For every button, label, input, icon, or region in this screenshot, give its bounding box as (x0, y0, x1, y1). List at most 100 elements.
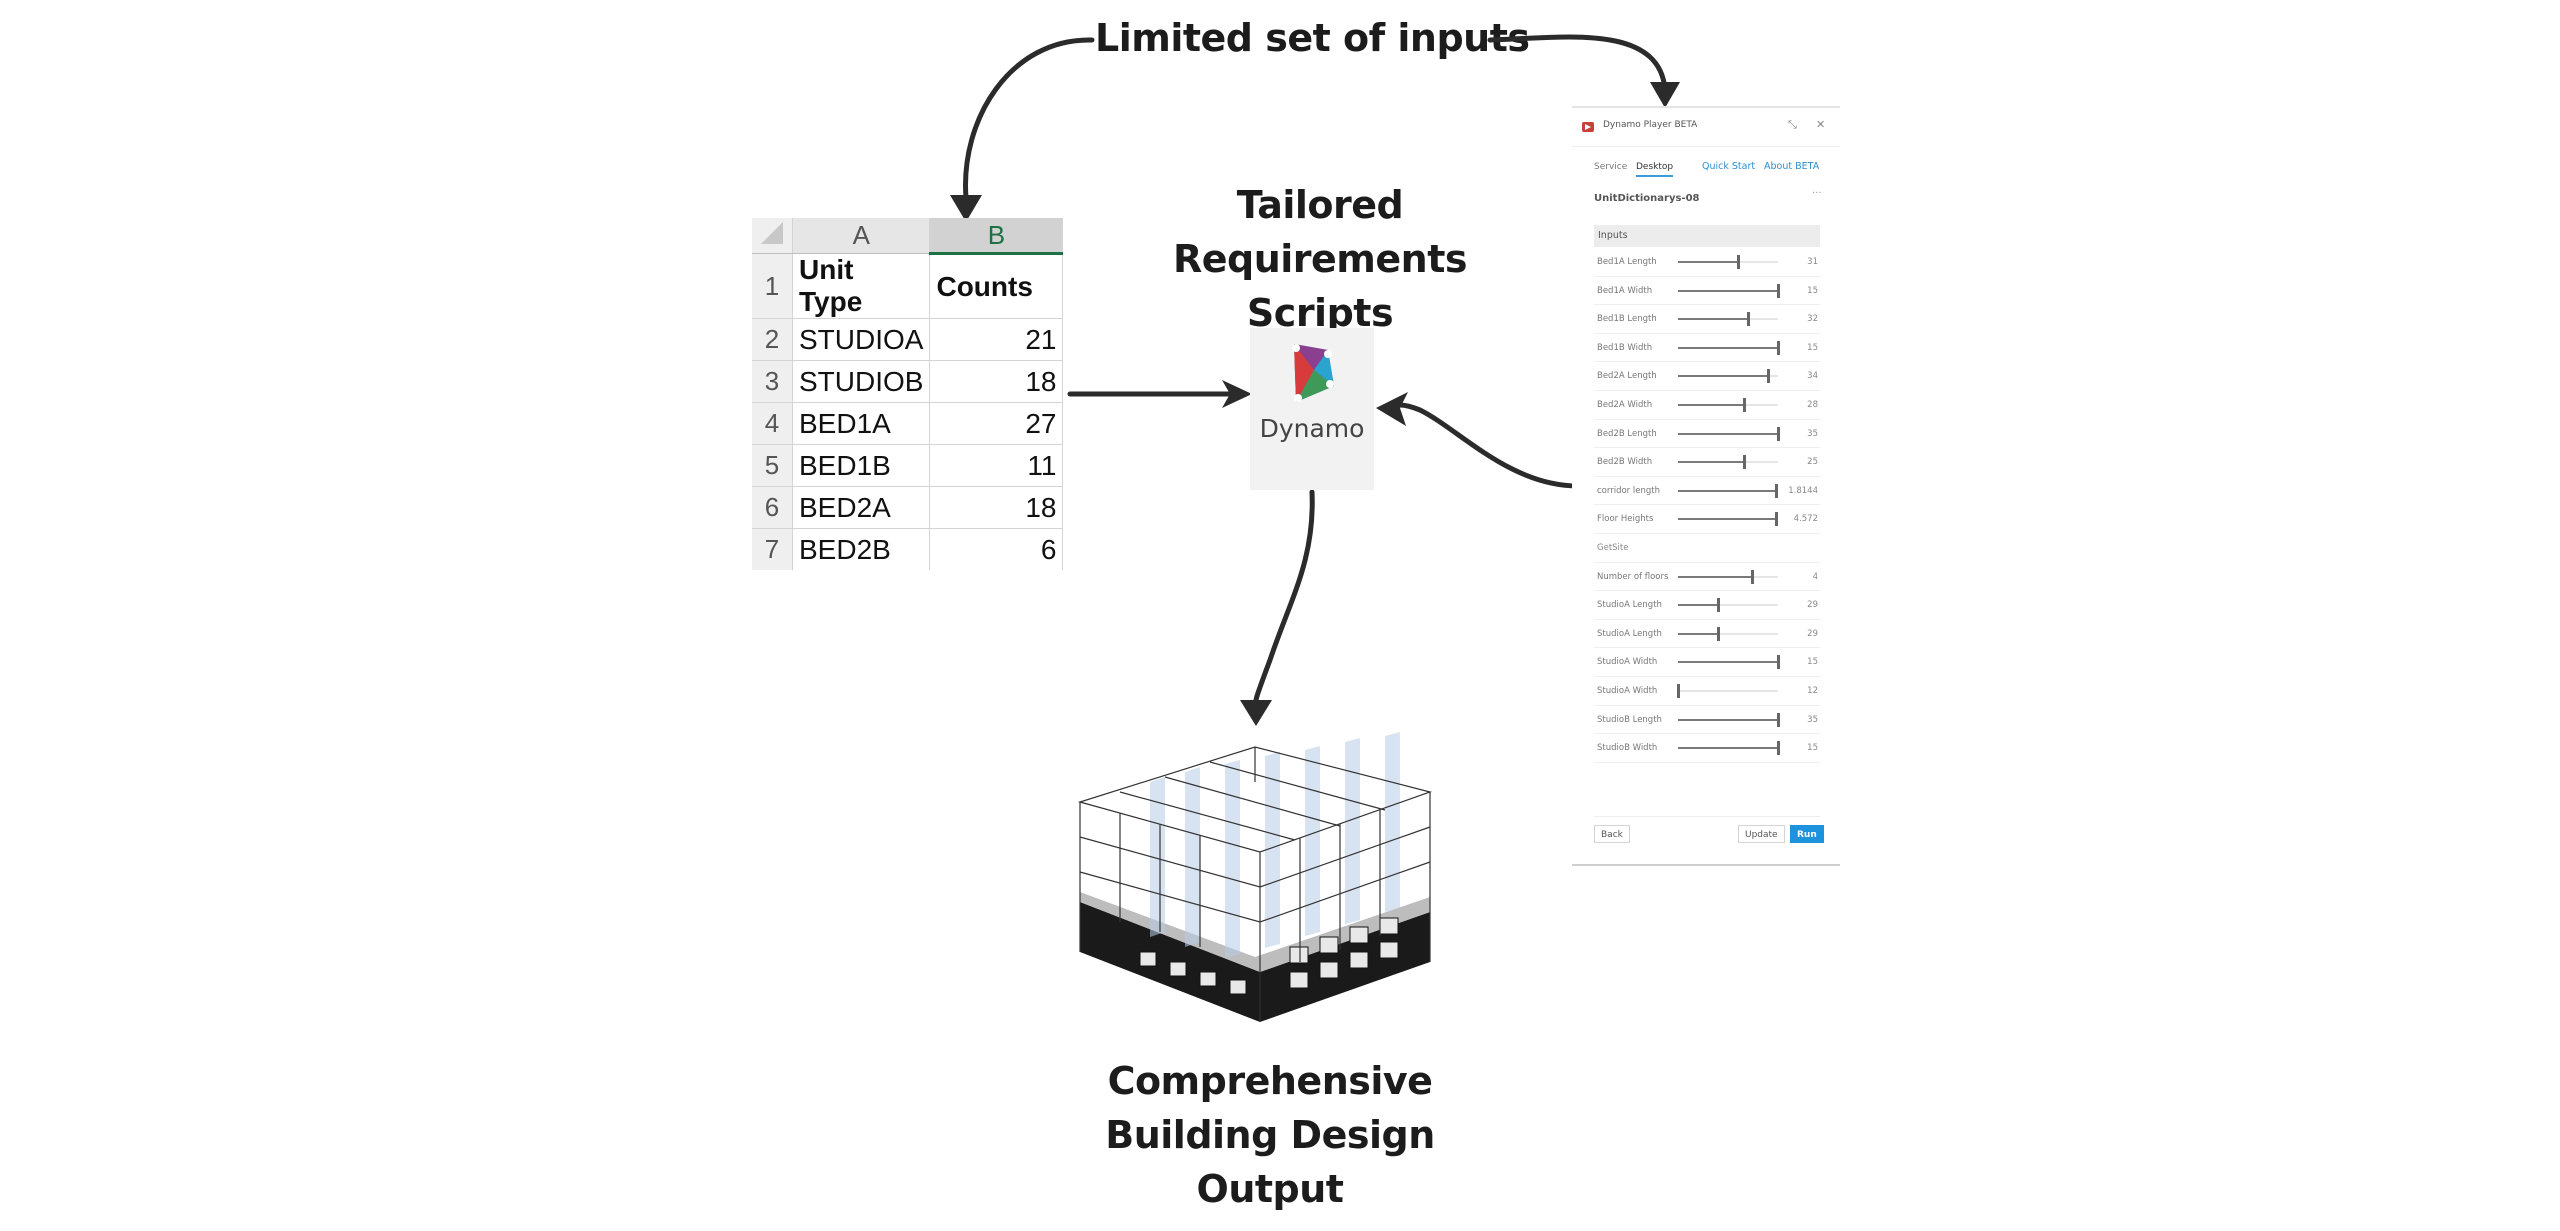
slider-thumb[interactable] (1777, 741, 1780, 756)
slider-track[interactable] (1678, 426, 1780, 441)
input-slider-row: Bed2A Width 28 (1594, 391, 1820, 420)
slider-thumb[interactable] (1777, 426, 1780, 441)
slider-thumb[interactable] (1743, 397, 1746, 412)
link-quick-start[interactable]: Quick Start (1702, 161, 1756, 172)
slider-track[interactable] (1678, 312, 1778, 327)
slider-fill (1678, 604, 1718, 607)
input-name: StudioB Width (1597, 743, 1658, 754)
input-value: 4 (1812, 571, 1818, 582)
input-value: 15 (1807, 743, 1818, 754)
slider-thumb[interactable] (1743, 455, 1746, 470)
arrow-inputs-to-sheet (963, 37, 1095, 201)
slider-fill (1678, 661, 1778, 664)
more-options-button[interactable]: ··· (1812, 188, 1822, 199)
label-line: Comprehensive (1107, 1059, 1433, 1103)
cell-unit-type[interactable]: BED1B (792, 444, 931, 487)
cell-unit-type[interactable]: STUDIOB (792, 360, 931, 403)
slider-track[interactable] (1678, 455, 1778, 470)
input-value: 1.8144 (1788, 485, 1818, 496)
cell-count[interactable]: 27 (929, 402, 1064, 445)
row-number[interactable]: 1 (752, 253, 793, 319)
input-value: 12 (1807, 685, 1818, 696)
dynamo-app-tile[interactable]: Dynamo (1250, 328, 1374, 490)
slider-fill (1678, 375, 1768, 378)
slider-track[interactable] (1678, 483, 1778, 498)
input-value: 15 (1807, 657, 1818, 668)
tab-service[interactable]: Service (1594, 162, 1628, 172)
slider-track[interactable] (1678, 598, 1778, 613)
slider-thumb[interactable] (1751, 569, 1754, 584)
update-button[interactable]: Update (1738, 825, 1785, 843)
slider-track[interactable] (1678, 283, 1780, 298)
row-number[interactable]: 2 (752, 318, 793, 361)
run-button[interactable]: Run (1790, 825, 1824, 843)
tab-desktop[interactable]: Desktop (1636, 162, 1674, 177)
slider-track[interactable] (1678, 712, 1780, 727)
slider-track[interactable] (1678, 397, 1778, 412)
arrowhead-dynamo-left (1222, 380, 1252, 408)
arrow-dynamo-to-output (1252, 489, 1315, 715)
input-value: 34 (1807, 371, 1818, 382)
script-name: UnitDictionarys-08 (1594, 193, 1700, 204)
slider-thumb[interactable] (1677, 683, 1680, 698)
slider-fill (1678, 575, 1752, 578)
column-header-a[interactable]: A (792, 218, 931, 254)
slider-fill (1678, 518, 1776, 521)
slider-track[interactable] (1678, 655, 1780, 670)
cell-unit-type[interactable]: BED1A (792, 402, 931, 445)
slider-thumb[interactable] (1777, 283, 1780, 298)
slider-thumb[interactable] (1775, 483, 1778, 498)
cell-unit-type[interactable]: BED2A (792, 486, 931, 529)
column-header-b[interactable]: B (929, 218, 1064, 255)
row-number[interactable]: 5 (752, 444, 793, 487)
row-number[interactable]: 6 (752, 486, 793, 529)
select-all-corner[interactable] (752, 218, 793, 254)
input-name: Bed1A Length (1597, 257, 1657, 267)
slider-thumb[interactable] (1747, 312, 1750, 327)
slider-track[interactable] (1678, 369, 1778, 384)
cell-unit-type[interactable]: BED2B (792, 528, 931, 570)
slider-track[interactable] (1677, 683, 1778, 698)
slider-track[interactable] (1678, 512, 1778, 527)
slider-thumb[interactable] (1777, 712, 1780, 727)
cell-count[interactable]: 11 (929, 444, 1064, 487)
link-about-beta[interactable]: About BETA (1764, 161, 1820, 172)
slider-thumb[interactable] (1717, 598, 1720, 613)
slider-track[interactable] (1678, 340, 1780, 355)
cell-count[interactable]: 18 (929, 486, 1064, 529)
collapse-icon[interactable]: ⤡ (1788, 118, 1797, 131)
label-design-output: Comprehensive Building Design Output (1080, 1054, 1460, 1216)
slider-thumb[interactable] (1717, 626, 1720, 641)
input-name: Bed2B Width (1597, 457, 1653, 468)
cell-header[interactable]: Unit Type (792, 253, 931, 319)
input-value: 28 (1807, 399, 1818, 410)
table-row: 6 BED2A 18 (752, 486, 1064, 529)
input-name: Bed2A Width (1597, 399, 1653, 410)
cell-count[interactable]: 21 (929, 318, 1064, 361)
row-number[interactable]: 7 (752, 528, 793, 570)
slider-track[interactable] (1678, 569, 1778, 584)
slider-track[interactable] (1678, 255, 1778, 269)
label-line: Scripts (1246, 291, 1394, 335)
slider-thumb[interactable] (1777, 655, 1780, 670)
slider-track[interactable] (1678, 741, 1780, 756)
slider-thumb[interactable] (1767, 369, 1770, 384)
close-icon[interactable]: ✕ (1816, 118, 1826, 131)
row-number[interactable]: 3 (752, 360, 793, 403)
cell-unit-type[interactable]: STUDIOA (792, 318, 931, 361)
player-title: Dynamo Player BETA (1603, 120, 1698, 130)
back-button[interactable]: Back (1594, 825, 1630, 843)
slider-track[interactable] (1678, 626, 1778, 641)
slider-thumb[interactable] (1775, 512, 1778, 527)
cell-header[interactable]: Counts (929, 253, 1064, 319)
row-number[interactable]: 4 (752, 402, 793, 445)
slider-thumb[interactable] (1737, 255, 1740, 269)
slider-thumb[interactable] (1777, 340, 1780, 355)
input-value: 31 (1807, 257, 1818, 267)
cell-count[interactable]: 18 (929, 360, 1064, 403)
cell-count[interactable]: 6 (929, 528, 1064, 570)
table-row: 3 STUDIOB 18 (752, 360, 1064, 403)
